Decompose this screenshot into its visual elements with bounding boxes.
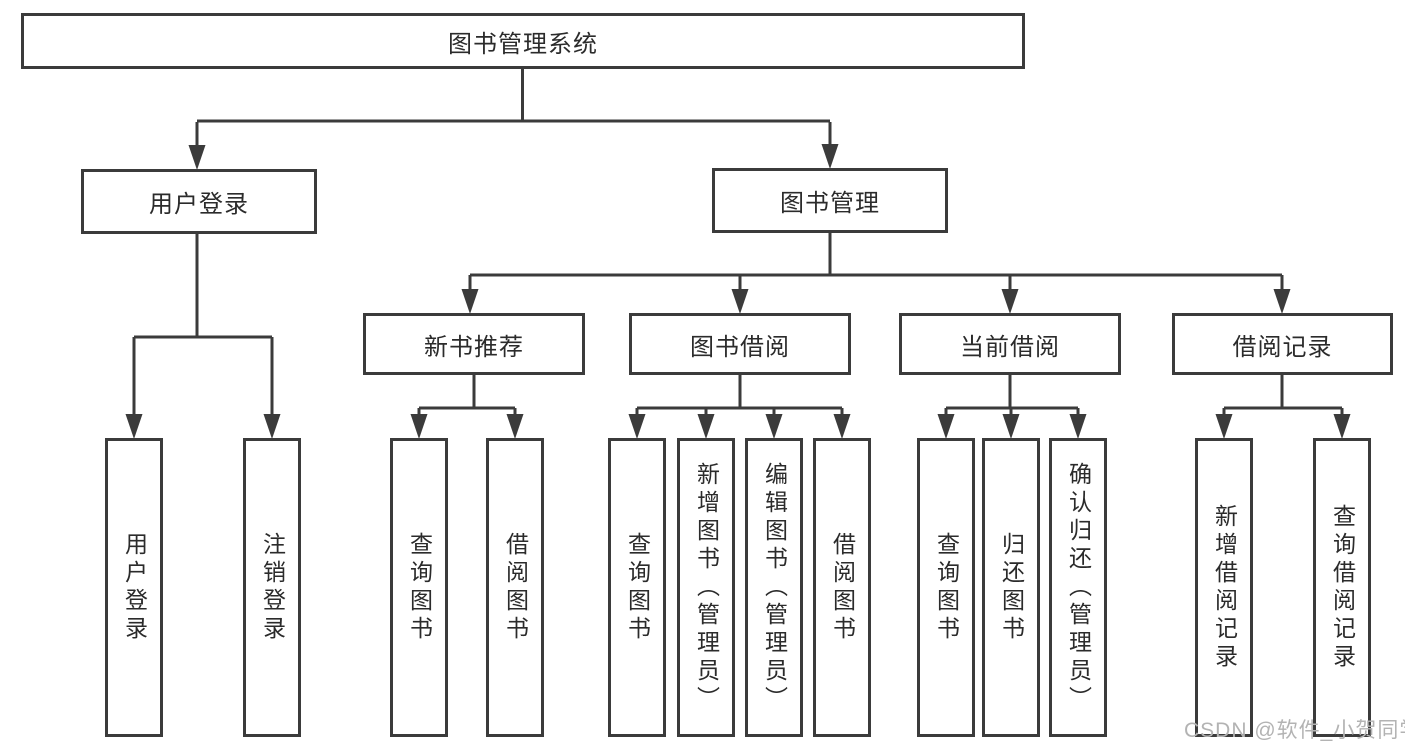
node-label: 注销登录 — [259, 531, 286, 644]
node-current-borrowing: 当前借阅 — [899, 313, 1121, 375]
node-label: 用户登录 — [121, 531, 148, 644]
edge-bookmgmt-to-level3 — [468, 233, 1284, 290]
edge-borrowrecords-to-leaves — [1222, 375, 1344, 417]
node-label: 用户登录 — [149, 191, 249, 218]
node-book-management: 图书管理 — [712, 168, 948, 233]
arrowhead — [765, 414, 783, 439]
arrowhead — [628, 414, 646, 439]
arrowhead — [821, 144, 839, 169]
node-label: 查询图书 — [933, 531, 960, 644]
arrowhead — [410, 414, 428, 439]
node-borrowing-records: 借阅记录 — [1172, 313, 1393, 375]
node-label: 新增图书（管理员） — [693, 461, 720, 714]
node-label: 查询图书 — [624, 531, 651, 644]
node-label: 图书管理 — [780, 190, 880, 217]
arrowhead — [731, 289, 749, 314]
leaf-query-books-borrow: 查询图书 — [608, 438, 666, 737]
arrowhead — [188, 145, 206, 170]
node-label: 归还图书 — [998, 531, 1025, 644]
arrowhead — [263, 414, 281, 439]
edge-root-to-level2 — [195, 69, 832, 148]
leaf-borrow-books-recommend: 借阅图书 — [486, 438, 544, 737]
arrowhead — [125, 414, 143, 439]
node-label: 图书管理系统 — [448, 30, 598, 58]
node-library-management-system: 图书管理系统 — [21, 13, 1025, 69]
leaf-edit-books-admin: 编辑图书（管理员） — [745, 438, 803, 737]
arrowheads — [125, 144, 1351, 439]
arrowhead — [1273, 289, 1291, 314]
node-label: 借阅记录 — [1232, 333, 1333, 361]
node-label: 查询借阅记录 — [1329, 503, 1356, 672]
arrowhead — [697, 414, 715, 439]
leaf-confirm-return-admin: 确认归还（管理员） — [1049, 438, 1107, 737]
leaf-add-books-admin: 新增图书（管理员） — [677, 438, 735, 737]
edge-newbook-to-leaves — [417, 375, 517, 417]
leaf-query-books-recommend: 查询图书 — [390, 438, 448, 737]
edge-userlogin-to-leaves — [132, 234, 274, 417]
arrowhead — [1333, 414, 1351, 439]
csdn-watermark: CSDN @软件_小贺同学 — [1184, 719, 1405, 742]
arrowhead — [937, 414, 955, 439]
node-label: 确认归还（管理员） — [1065, 461, 1092, 714]
leaf-logout: 注销登录 — [243, 438, 301, 737]
node-label: 查询图书 — [406, 531, 433, 644]
node-label: 编辑图书（管理员） — [761, 461, 788, 714]
node-user-login: 用户登录 — [81, 169, 317, 234]
node-label: 新增借阅记录 — [1211, 503, 1238, 672]
arrowhead — [461, 289, 479, 314]
node-new-book-recommend: 新书推荐 — [363, 313, 585, 375]
leaf-return-books: 归还图书 — [982, 438, 1040, 737]
edge-currentborrow-to-leaves — [944, 375, 1080, 417]
node-label: 当前借阅 — [960, 333, 1060, 361]
arrowhead — [1069, 414, 1087, 439]
node-book-borrowing: 图书借阅 — [629, 313, 851, 375]
node-label: 借阅图书 — [502, 531, 529, 644]
node-label: 图书借阅 — [690, 333, 790, 361]
leaf-add-borrow-record: 新增借阅记录 — [1195, 438, 1253, 737]
edge-bookborrow-to-leaves — [635, 375, 844, 417]
node-label: 新书推荐 — [424, 333, 524, 361]
leaf-query-borrow-record: 查询借阅记录 — [1313, 438, 1371, 737]
arrowhead — [1002, 414, 1020, 439]
node-label: 借阅图书 — [829, 531, 856, 644]
leaf-borrow-books: 借阅图书 — [813, 438, 871, 737]
leaf-user-login: 用户登录 — [105, 438, 163, 737]
arrowhead — [1215, 414, 1233, 439]
arrowhead — [506, 414, 524, 439]
leaf-query-books-current: 查询图书 — [917, 438, 975, 737]
arrowhead — [1001, 289, 1019, 314]
arrowhead — [833, 414, 851, 439]
